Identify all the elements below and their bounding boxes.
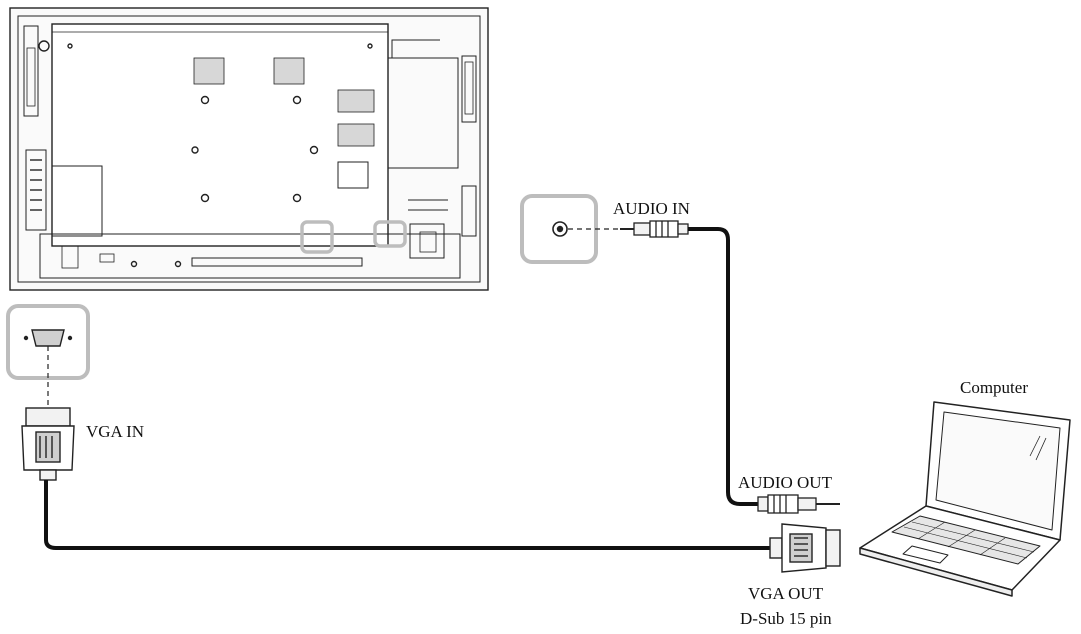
audio-jack-port-icon: [520, 194, 598, 264]
audio-out-plug-icon: [757, 494, 840, 514]
vga-plug-icon: [21, 407, 75, 481]
computer-label: Computer: [960, 378, 1028, 397]
vga-in-label: VGA IN: [86, 422, 144, 441]
audio-port-highlight-on-panel: [373, 220, 407, 248]
vga-out-label: VGA OUT: [748, 584, 824, 603]
audio-cable: [688, 227, 758, 506]
vga-cable: [44, 480, 770, 550]
audio-plug-icon: [620, 220, 689, 238]
display-rear-panel-icon: [9, 7, 489, 291]
vga-out-plug-icon: [769, 523, 841, 573]
vga-out-sub-label: D-Sub 15 pin: [740, 609, 832, 628]
vga-port-highlight-on-panel: [300, 220, 334, 254]
laptop-icon: [859, 401, 1071, 597]
vga-port-icon: [6, 304, 90, 380]
audio-out-label: AUDIO OUT: [738, 473, 833, 492]
audio-in-label: AUDIO IN: [613, 199, 690, 218]
